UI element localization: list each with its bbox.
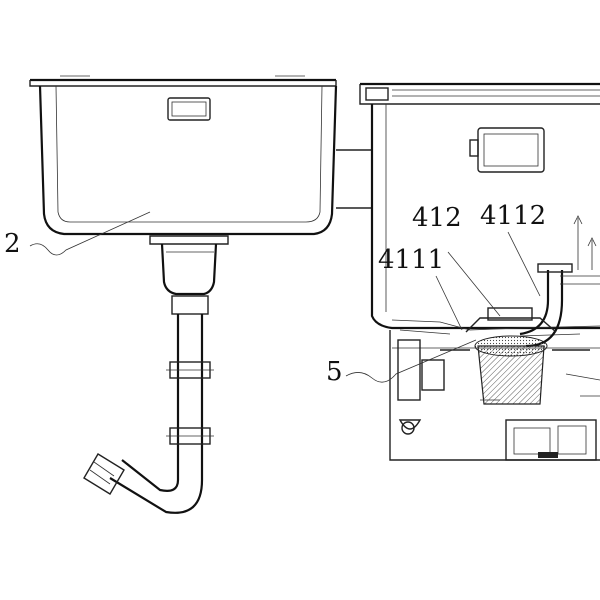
left-sink xyxy=(29,75,372,236)
flow-arrows xyxy=(573,215,597,270)
label-412: 412 xyxy=(412,203,462,233)
label-5: 5 xyxy=(326,357,343,387)
label-sink: 2 xyxy=(4,229,21,259)
left-drain xyxy=(83,235,229,514)
leader-lines xyxy=(29,211,600,383)
label-4112: 4112 xyxy=(480,201,546,231)
label-4111: 4111 xyxy=(378,245,444,275)
right-unit xyxy=(359,82,600,461)
